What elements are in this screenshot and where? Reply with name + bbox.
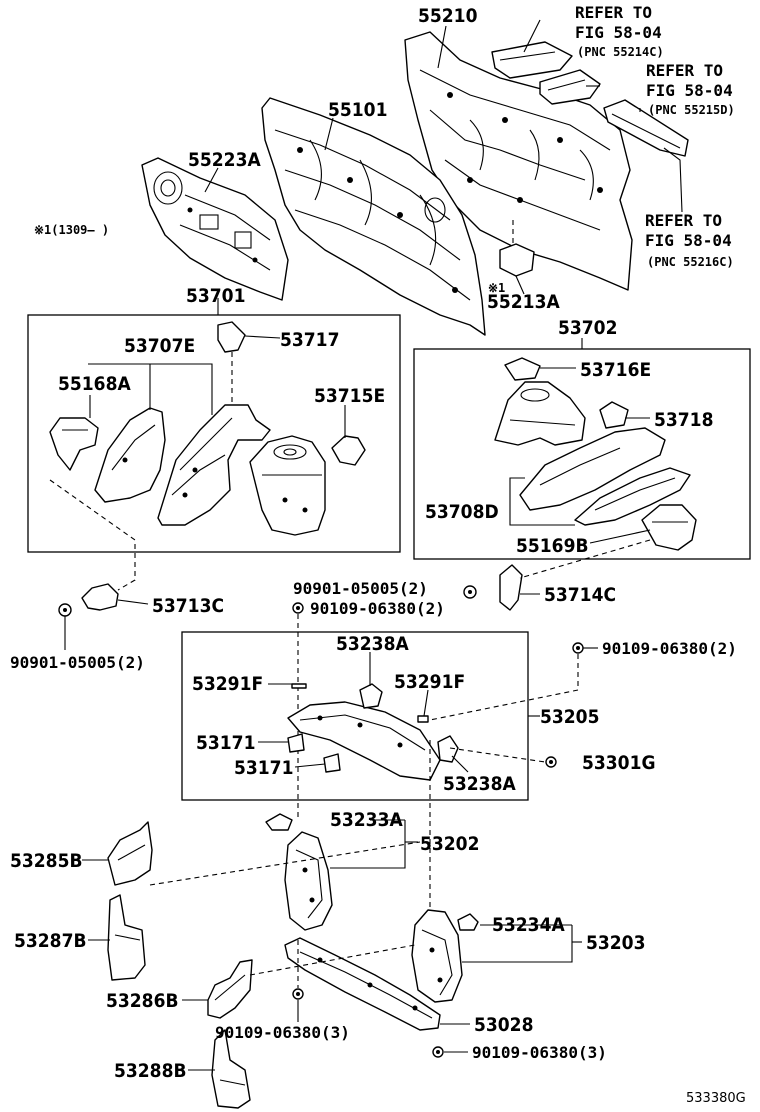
side-support-53202[interactable] [284,831,333,931]
label-53714C: 53714C [544,584,616,606]
nut-53301G[interactable] [545,756,557,768]
label-53718: 53718 [654,409,713,431]
label-53286B: 53286B [106,990,179,1012]
clip-53171-a[interactable] [287,733,305,753]
label-53234A: 53234A [492,914,565,936]
label-53171-a: 53171 [196,732,255,754]
label-53028: 53028 [474,1014,533,1036]
label-53233A: 53233A [330,809,403,831]
seal-53286B[interactable] [207,959,253,1019]
bracket-53238A-top[interactable] [359,683,383,709]
pin-53291F-right[interactable] [417,715,429,723]
label-53291F-left: 53291F [192,673,263,695]
side-support-53203[interactable] [411,909,463,1003]
bracket-53233A[interactable] [265,813,293,831]
label-53238A-bottom: 53238A [443,773,516,795]
label-55213A: 55213A [487,291,560,313]
bolt-90901-left[interactable] [58,603,72,617]
refer-3-line1: REFER TO [645,211,722,230]
apron-53708D[interactable] [519,427,691,526]
refer-1-pnc: (PNC 55214C) [577,45,664,59]
refer-part-55215D[interactable] [539,69,601,105]
bolt-90109-3b[interactable] [432,1046,444,1058]
bracket-53715E[interactable] [331,435,366,466]
label-bolt-90109-3b: 90109-06380(3) [472,1043,607,1062]
label-53716E: 53716E [580,359,651,381]
label-53238A-top: 53238A [336,633,409,655]
label-53171-b: 53171 [234,757,293,779]
dash-panel-upper-55210[interactable] [404,31,633,291]
label-55168A: 55168A [58,373,131,395]
clip-53171-b[interactable] [323,753,341,773]
refer-3-line2: FIG 58-04 [645,231,732,250]
strut-tower-left[interactable] [249,435,326,536]
label-53708D: 53708D [425,501,499,523]
seal-53288B[interactable] [211,1029,251,1109]
label-53713C: 53713C [152,595,224,617]
label-53285B: 53285B [10,850,83,872]
seal-53287B[interactable] [107,894,146,981]
refer-2-line1: REFER TO [646,61,723,80]
label-53301G: 53301G [582,752,656,774]
label-bolt-90109-mid: 90109-06380(2) [310,599,445,618]
refer-3-pnc: (PNC 55216C) [647,255,734,269]
label-bolt-90901-left: 90901-05005(2) [10,653,145,672]
note-1309: ※1(1309— ) [34,223,109,237]
pin-53291F-left[interactable] [291,683,307,689]
label-55223A: 55223A [188,149,261,171]
bracket-53716E[interactable] [504,357,541,381]
catalog-code: 533380G [686,1091,746,1106]
apron-53707E[interactable] [157,404,271,526]
bolt-90109-right[interactable] [572,642,584,654]
label-55169B: 55169B [516,535,589,557]
label-55210: 55210 [418,5,478,27]
bolt-90109-mid[interactable] [292,602,304,614]
gusset-55169B[interactable] [641,504,697,551]
label-bolt-90109-3a: 90109-06380(3) [215,1023,350,1042]
refer-part-55216C[interactable] [603,99,689,157]
label-53702: 53702 [558,317,617,339]
bracket-53713C[interactable] [81,583,119,611]
bracket-53717[interactable] [217,321,246,353]
refer-1-line2: FIG 58-04 [575,23,662,42]
dash-insulator-55223A[interactable] [141,157,289,301]
assembly-box-53701 [27,314,401,553]
seal-53285B[interactable] [107,821,153,886]
label-53203: 53203 [586,932,645,954]
support-assembly-53205[interactable] [287,701,441,781]
bracket-53714C[interactable] [499,564,523,611]
label-bolt-90109-right: 90109-06380(2) [602,639,737,658]
dash-panel-55101[interactable] [261,97,486,336]
bracket-53234A[interactable] [457,913,479,931]
label-53715E: 53715E [314,385,385,407]
bracket-53718[interactable] [599,401,629,429]
refer-2-line2: FIG 58-04 [646,81,733,100]
label-53701: 53701 [186,285,245,307]
refer-2-pnc: (PNC 55215D) [648,103,735,117]
label-53707E: 53707E [124,335,195,357]
label-53288B: 53288B [114,1060,187,1082]
label-bolt-90901-mid: 90901-05005(2) [293,579,428,598]
label-53717: 53717 [280,329,339,351]
pad-55213A[interactable] [499,243,535,277]
bolt-90901-mid[interactable] [463,585,477,599]
label-53287B: 53287B [14,930,87,952]
label-55101: 55101 [328,99,387,121]
label-53202: 53202 [420,833,479,855]
strut-tower-right[interactable] [494,381,586,446]
mark-1: ※1 [488,281,505,295]
label-53291F-right: 53291F [394,671,465,693]
refer-1-line1: REFER TO [575,3,652,22]
bracket-53238A-bottom[interactable] [437,735,459,763]
gusset-55168A[interactable] [94,407,166,503]
label-53205: 53205 [540,706,599,728]
bracket-small-left[interactable] [49,417,99,471]
refer-part-55214C[interactable] [491,41,573,79]
bolt-90109-3a[interactable] [292,988,304,1000]
